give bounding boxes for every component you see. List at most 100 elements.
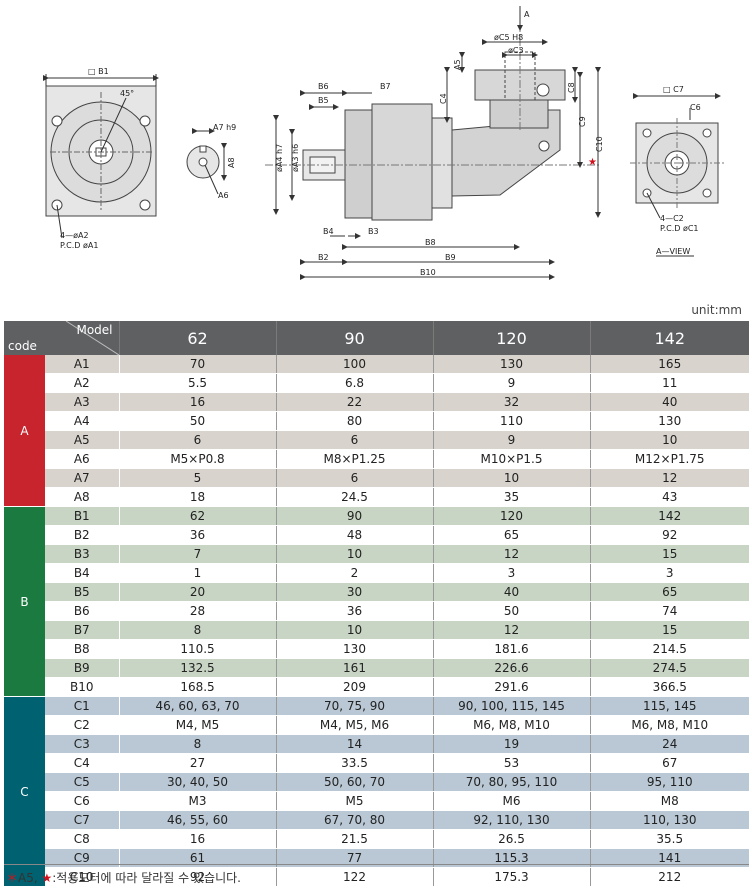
cell-value: 120 [432, 506, 590, 526]
cell-value: 214.5 [589, 639, 749, 659]
label-a6: A6 [218, 191, 229, 200]
cell-value: 6 [275, 468, 433, 488]
cell-value: 18 [118, 487, 276, 507]
cell-value: 27 [118, 753, 276, 773]
header-model-62: 62 [118, 321, 276, 355]
label-pcd-a1: P.C.D øA1 [60, 241, 98, 250]
cell-value: 10 [589, 430, 749, 450]
header-model-142: 142 [589, 321, 749, 355]
cell-value: 33.5 [275, 753, 433, 773]
header-model-label: Model [76, 323, 113, 337]
cell-value: 5 [118, 468, 276, 488]
table-header-row: Model code 62 90 120 142 [4, 321, 749, 355]
cell-value: 12 [589, 468, 749, 488]
cell-value: 36 [275, 601, 433, 621]
cell-value: 74 [589, 601, 749, 621]
row-code: A3 [45, 392, 120, 412]
footnote: ＊A5, ★:적용모터에 따라 달라질 수 있습니다. [6, 869, 241, 886]
cell-value: 132.5 [118, 658, 276, 678]
cell-value: 36 [118, 525, 276, 545]
cell-value: 110, 130 [589, 810, 749, 830]
cell-value: 46, 60, 63, 70 [118, 696, 276, 716]
label-45deg: 45° [120, 89, 134, 98]
cell-value: 26.5 [432, 829, 590, 849]
a-view: □ C7 C6 4—C2 P.C.D øC1 A—VIEW [630, 85, 724, 257]
row-code: C10 [45, 867, 120, 887]
cell-value: 16 [118, 829, 276, 849]
cell-value: 61 [118, 848, 276, 868]
row-code: B7 [45, 620, 120, 640]
cell-value: 130 [432, 355, 590, 374]
cell-value: 30 [275, 582, 433, 602]
row-code: C5 [45, 772, 120, 792]
cell-value: 46, 55, 60 [118, 810, 276, 830]
footnote-a5: A5, [18, 871, 42, 885]
cell-value: 5.5 [118, 373, 276, 393]
cell-value: 3 [432, 563, 590, 583]
footnote-text: :적용모터에 따라 달라질 수 있습니다. [52, 871, 241, 885]
cell-value: 22 [275, 392, 433, 412]
cell-value: 65 [589, 582, 749, 602]
label-c4: C4 [439, 93, 448, 104]
row-code: B9 [45, 658, 120, 678]
cell-value: 6.8 [275, 373, 433, 393]
cell-value: 175.3 [432, 867, 590, 887]
label-a4: øA4 h7 [275, 144, 284, 172]
cell-value: 24 [589, 734, 749, 754]
row-code: C8 [45, 829, 120, 849]
cell-value: 181.6 [432, 639, 590, 659]
label-c6: C6 [690, 103, 701, 112]
cell-value: 122 [275, 867, 433, 887]
cell-value: 19 [432, 734, 590, 754]
label-a-view: A—VIEW [656, 247, 690, 256]
cell-value: 95, 110 [589, 772, 749, 792]
cell-value: M5 [275, 791, 433, 811]
label-c5: øC5 H8 [494, 33, 523, 42]
row-code: C3 [45, 734, 120, 754]
label-b2: B2 [318, 253, 329, 262]
header-model-90: 90 [275, 321, 433, 355]
cell-value: 62 [118, 506, 276, 526]
cell-value: 115.3 [432, 848, 590, 868]
label-c3: øC3 [508, 46, 524, 55]
row-code: B5 [45, 582, 120, 602]
cell-value: M4, M5, M6 [275, 715, 433, 735]
cell-value: M6, M8, M10 [432, 715, 590, 735]
row-code: C7 [45, 810, 120, 830]
row-code: A4 [45, 411, 120, 431]
row-code: B2 [45, 525, 120, 545]
cell-value: 65 [432, 525, 590, 545]
cell-value: 366.5 [589, 677, 749, 697]
cell-value: 92, 110, 130 [432, 810, 590, 830]
cell-value: M3 [118, 791, 276, 811]
cell-value: 12 [432, 620, 590, 640]
label-a7: A7 h9 [213, 123, 236, 132]
cell-value: 130 [589, 411, 749, 431]
row-code: C9 [45, 848, 120, 868]
row-code: C1 [45, 696, 120, 716]
cell-value: 6 [118, 430, 276, 450]
bottom-divider [4, 864, 749, 865]
group-label-c: C [4, 696, 45, 887]
cell-value: 24.5 [275, 487, 433, 507]
cell-value: 130 [275, 639, 433, 659]
cell-value: 16 [118, 392, 276, 412]
unit-label: unit:mm [691, 303, 742, 317]
cell-value: 10 [275, 544, 433, 564]
